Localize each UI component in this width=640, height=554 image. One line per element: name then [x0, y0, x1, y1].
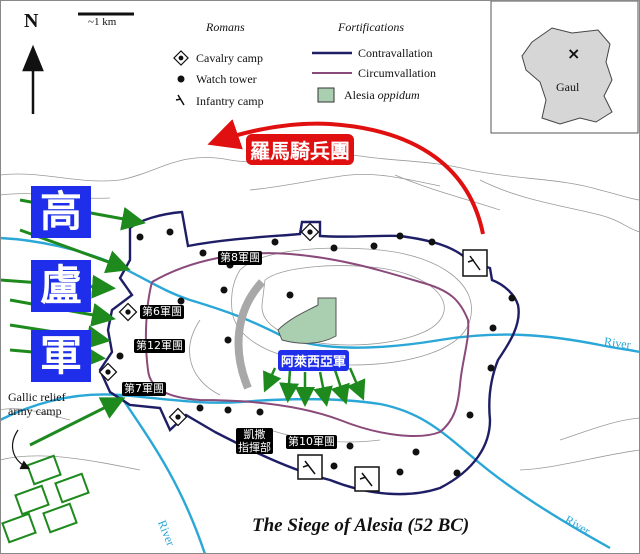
alesia-army-label: 阿萊西亞軍: [278, 350, 350, 371]
infantry-camps: [297, 249, 488, 492]
legend-fortifications-heading: Fortifications: [338, 20, 404, 34]
legion-7-label: 第7軍團: [122, 382, 166, 396]
legend-symbols: [173, 50, 352, 106]
legend-romans-heading: Romans: [206, 20, 245, 34]
map-title: The Siege of Alesia (52 BC): [252, 515, 470, 536]
scale-label: ~1 km: [88, 16, 117, 28]
alesia-sortie-arrows: [263, 367, 366, 407]
watch-towers: [116, 228, 516, 477]
roman-cavalry-arrow: [207, 119, 485, 235]
legend-cavalry-camp: Cavalry camp: [196, 51, 263, 65]
legion-12-label: 第12軍團: [134, 339, 185, 353]
alesia-oppidum: [277, 297, 337, 344]
relief-camp-arrow: [11, 429, 31, 470]
gallic-army-char-3: 軍: [31, 330, 91, 382]
cavalry-camps: [98, 222, 320, 427]
caesar-hq-label: 凱撒指揮部: [236, 428, 273, 454]
rivers: [0, 236, 640, 554]
legend-contravallation: Contravallation: [358, 46, 433, 60]
gallic-army-char-2: 盧: [31, 260, 91, 312]
gallic-relief-camp: [1, 454, 90, 544]
gaul-marker-icon: ×: [567, 44, 581, 63]
gaul-label: Gaul: [556, 80, 580, 94]
legend-alesia-oppidum: Alesia oppidum: [344, 88, 420, 102]
earthwork-arc: [234, 279, 266, 390]
gallic-army-char-1: 高: [31, 186, 91, 238]
legion-10-label: 第10軍團: [286, 435, 337, 449]
france-shape: [521, 27, 613, 125]
legend-watch-tower: Watch tower: [196, 72, 257, 86]
contravallation-line: [144, 252, 470, 437]
france-inset: [490, 0, 639, 134]
legend-circumvallation: Circumvallation: [358, 66, 436, 80]
legion-6-label: 第6軍團: [140, 305, 184, 319]
north-label: N: [24, 10, 39, 32]
circumvallation-line: [98, 210, 520, 496]
legend-infantry-camp: Infantry camp: [196, 94, 264, 108]
north-arrow: [22, 44, 44, 114]
legion-8-label: 第8軍團: [218, 251, 262, 265]
roman-cavalry-label: 羅馬騎兵團: [246, 134, 354, 165]
